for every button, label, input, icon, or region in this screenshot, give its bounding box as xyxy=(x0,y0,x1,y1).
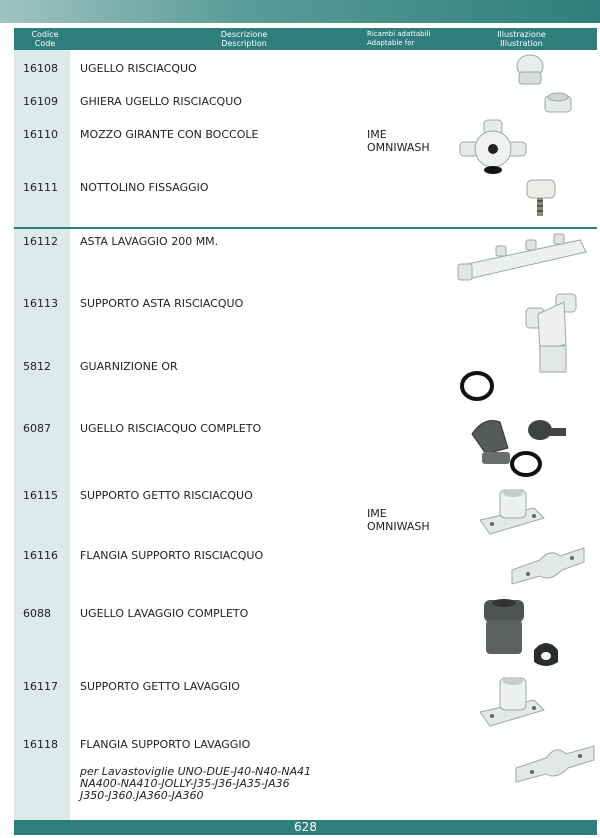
wash-support-flange-image xyxy=(515,745,595,783)
header-adaptable: Ricambi adattabili Adaptable for xyxy=(367,30,431,47)
item-code: 16112 xyxy=(23,235,58,248)
header-illustration: Illustrazione Illustration xyxy=(497,30,546,48)
rinse-arm-support-image xyxy=(525,293,577,373)
wash-jet-support-image xyxy=(479,677,545,727)
rinse-nozzle-image xyxy=(516,54,544,85)
item-description: UGELLO RISCIACQUO COMPLETO xyxy=(80,422,262,435)
top-banner xyxy=(0,0,600,23)
item-description: SUPPORTO GETTO LAVAGGIO xyxy=(80,680,240,693)
o-ring-image xyxy=(460,371,494,401)
item-code: 16110 xyxy=(23,128,58,141)
item-code: 16115 xyxy=(23,489,58,502)
rinse-support-flange-image xyxy=(511,547,585,585)
item-code: 16116 xyxy=(23,549,58,562)
header-description: Descrizione Description xyxy=(220,30,268,48)
complete-wash-nozzle-image xyxy=(484,599,558,666)
item-code: 16113 xyxy=(23,297,58,310)
fixing-pawl-image xyxy=(526,179,556,216)
item-code: 6087 xyxy=(23,422,51,435)
section-divider xyxy=(14,227,597,229)
item-description: MOZZO GIRANTE CON BOCCOLE xyxy=(80,128,259,141)
adaptable-for: IME OMNIWASH xyxy=(367,128,430,154)
item-code: 5812 xyxy=(23,360,51,373)
item-code: 16109 xyxy=(23,95,58,108)
wash-arm-image xyxy=(457,233,587,281)
page-footer: 628 xyxy=(14,820,597,835)
code-column-bg xyxy=(14,229,70,820)
item-description: ASTA LAVAGGIO 200 MM. xyxy=(80,235,219,248)
item-description: FLANGIA SUPPORTO RISCIACQUO xyxy=(80,549,264,562)
rinse-jet-support-image xyxy=(479,489,545,535)
item-code: 16111 xyxy=(23,181,58,194)
page-number: 628 xyxy=(294,820,317,834)
adaptable-for: IME OMNIWASH xyxy=(367,507,430,533)
item-description: FLANGIA SUPPORTO LAVAGGIO xyxy=(80,738,251,751)
item-description: UGELLO RISCIACQUO xyxy=(80,62,197,75)
item-description: GUARNIZIONE OR xyxy=(80,360,178,373)
table-header: Codice Code Descrizione Description Rica… xyxy=(14,28,597,50)
item-description: UGELLO LAVAGGIO COMPLETO xyxy=(80,607,249,620)
code-column-bg xyxy=(14,50,70,227)
item-description: NOTTOLINO FISSAGGIO xyxy=(80,181,209,194)
impeller-hub-image xyxy=(459,119,527,174)
compatibility-note: per Lavastoviglie UNO-DUE-J40-N40-NA41 N… xyxy=(80,765,312,802)
item-description: SUPPORTO ASTA RISCIACQUO xyxy=(80,297,244,310)
nozzle-ring-image xyxy=(544,92,572,113)
item-description: SUPPORTO GETTO RISCIACQUO xyxy=(80,489,253,502)
item-code: 16108 xyxy=(23,62,58,75)
complete-rinse-nozzle-image xyxy=(471,420,566,477)
item-description: GHIERA UGELLO RISCIACQUO xyxy=(80,95,242,108)
item-code: 16118 xyxy=(23,738,58,751)
item-code: 16117 xyxy=(23,680,58,693)
item-code: 6088 xyxy=(23,607,51,620)
header-code: Codice Code xyxy=(31,30,59,48)
